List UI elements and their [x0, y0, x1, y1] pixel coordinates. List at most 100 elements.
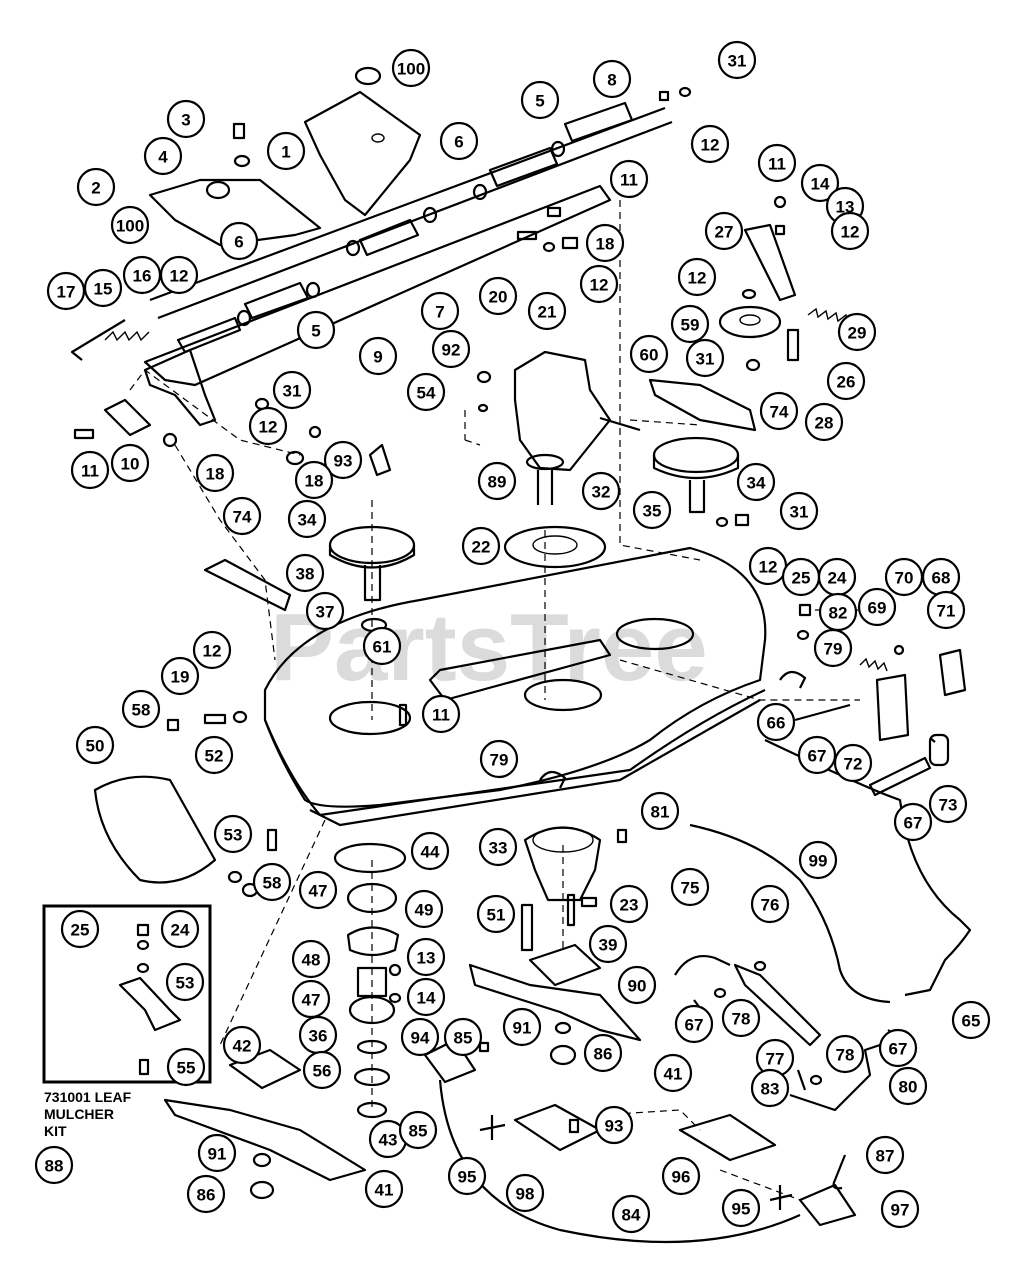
spacer-26 [786, 328, 800, 362]
callout-bubble [750, 1068, 790, 1108]
callout-label: 73 [939, 796, 958, 815]
callout-75: 75 [670, 867, 710, 907]
roller-5a [176, 316, 242, 354]
deck-spindle-hole-center [523, 678, 603, 712]
callout-bubble [830, 211, 870, 251]
callout-bubble [478, 827, 518, 867]
callout-label: 14 [417, 989, 436, 1008]
callout-bubble [294, 460, 334, 500]
callout-label: 94 [411, 1029, 430, 1048]
callout-label: 84 [622, 1206, 641, 1225]
callout-88: 88 [34, 1145, 74, 1185]
callout-label: 97 [891, 1201, 910, 1220]
flange-22 [503, 525, 607, 569]
callout-label: 69 [868, 599, 887, 618]
callout-bubble [291, 979, 331, 1019]
callout-78: 78 [721, 998, 761, 1038]
callout-bubble [76, 167, 116, 207]
callout-93: 93 [323, 440, 363, 480]
roller-5d [488, 146, 559, 188]
idler-arm-27 [743, 223, 797, 302]
callout-label: 19 [171, 668, 190, 687]
callout-bubble [857, 587, 897, 627]
callout-label: 86 [594, 1045, 613, 1064]
callout-bubble [406, 937, 446, 977]
callout-label: 67 [808, 747, 827, 766]
mower-deck-skirt [263, 689, 766, 817]
callout-label: 59 [681, 316, 700, 335]
washer-6b [305, 281, 321, 299]
callout-label: 31 [283, 382, 302, 401]
callout-bubble [358, 336, 398, 376]
link-77 [733, 963, 822, 1047]
callout-label: 9 [373, 348, 382, 367]
callout-10: 10 [110, 443, 150, 483]
washer-6a [236, 309, 252, 327]
inset-washer-53 [136, 962, 150, 974]
callout-47: 47 [291, 979, 331, 1019]
callout-label: 2 [91, 179, 100, 198]
callout-77: 77 [755, 1038, 795, 1078]
callout-78: 78 [825, 1034, 865, 1074]
callout-bubble [252, 862, 292, 902]
mower-deck-lip [309, 699, 761, 827]
callout-label: 92 [442, 341, 461, 360]
roller-5b [243, 281, 310, 320]
callout-bubble [362, 626, 402, 666]
callout-12: 12 [159, 255, 199, 295]
flange-44 [333, 842, 407, 874]
callout-bubble [443, 1017, 483, 1057]
callout-bubble [323, 440, 363, 480]
mower-deck-housing [263, 546, 767, 808]
callout-label: 52 [205, 747, 224, 766]
callout-bubble [305, 591, 345, 631]
rod-80 [789, 1043, 881, 1112]
callout-label: 18 [305, 472, 324, 491]
callout-bubble [878, 1028, 918, 1068]
callout-12: 12 [579, 264, 619, 304]
callout-label: 33 [489, 839, 508, 858]
callout-label: 61 [373, 638, 392, 657]
callout-32: 32 [581, 471, 621, 511]
inset-washer-24 [136, 939, 150, 951]
callout-label: 100 [397, 60, 425, 79]
callout-53: 53 [213, 814, 253, 854]
callout-bubble [447, 1156, 487, 1196]
callout-label: 67 [904, 814, 923, 833]
gearbox-shaft [536, 416, 641, 505]
shaft-9-lower [143, 184, 612, 387]
callout-18: 18 [585, 223, 625, 263]
callout-bubble [291, 939, 331, 979]
callout-28: 28 [804, 402, 844, 442]
callout-92: 92 [431, 329, 471, 369]
callout-95: 95 [447, 1156, 487, 1196]
callout-label: 41 [375, 1181, 394, 1200]
callout-label: 79 [824, 640, 843, 659]
pin-66 [794, 703, 851, 722]
roller-5e [563, 101, 634, 143]
callout-label: 43 [379, 1131, 398, 1150]
callout-34: 34 [287, 499, 327, 539]
callout-label: 72 [844, 755, 863, 774]
callout-100: 100 [391, 48, 431, 88]
callout-label: 13 [836, 198, 855, 217]
callout-bubble [398, 1110, 438, 1150]
callout-bubble [888, 1066, 928, 1106]
callout-44: 44 [410, 831, 450, 871]
callout-label: 6 [234, 233, 243, 252]
callout-bubble [592, 59, 632, 99]
callout-bubble [406, 977, 446, 1017]
gearbox-flange [525, 453, 565, 471]
callout-label: 88 [45, 1157, 64, 1176]
callout-label: 34 [298, 511, 317, 530]
callout-label: 50 [86, 737, 105, 756]
callout-76: 76 [750, 884, 790, 924]
callout-bubble [527, 291, 567, 331]
callout-73: 73 [928, 784, 968, 824]
callout-label: 79 [490, 751, 509, 770]
callout-bubble [670, 867, 710, 907]
callout-22: 22 [461, 526, 501, 566]
callout-label: 67 [685, 1016, 704, 1035]
callout-11: 11 [609, 159, 649, 199]
